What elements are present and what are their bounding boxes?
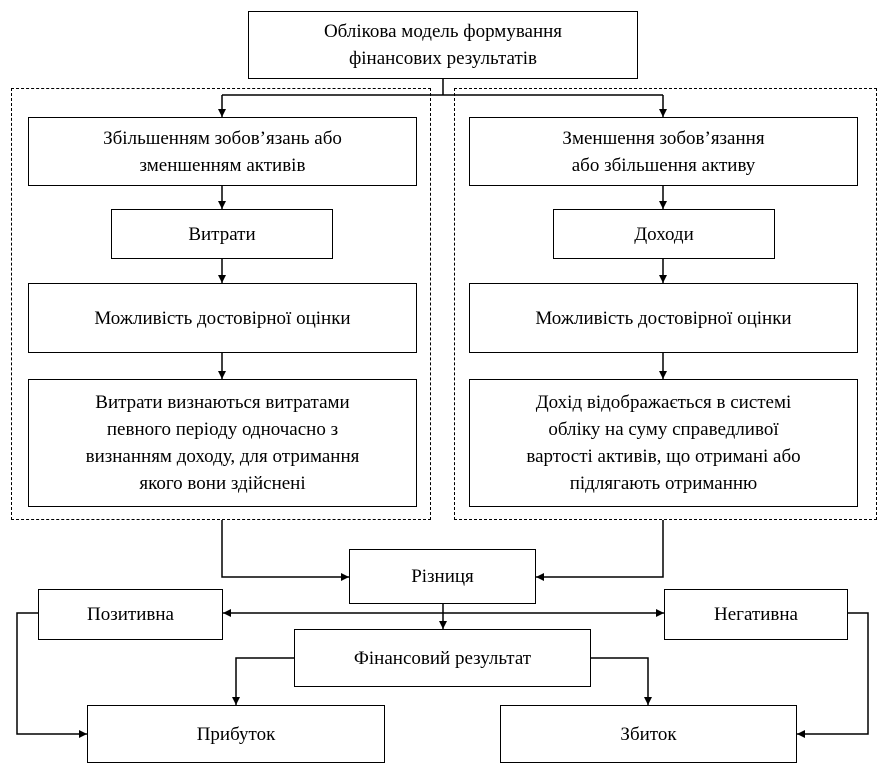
expenses-recognition-box: Витрати визнаються витратами певного пер… xyxy=(28,379,417,507)
difference-box: Різниця xyxy=(349,549,536,604)
income-trigger-box: Зменшення зобов’язання або збільшення ак… xyxy=(469,117,858,186)
profit-box: Прибуток xyxy=(87,705,385,763)
expenses-measurement-box: Можливість достовірної оцінки xyxy=(28,283,417,353)
income-group xyxy=(454,88,877,520)
expenses-group xyxy=(11,88,431,520)
income-box: Доходи xyxy=(553,209,775,259)
arrow-positive-to-profit xyxy=(16,612,87,738)
financial-result-box: Фінансовий результат xyxy=(294,629,591,687)
arrow-result-to-profit xyxy=(232,657,294,705)
negative-box: Негативна xyxy=(664,589,848,640)
expenses-box: Витрати xyxy=(111,209,333,259)
loss-box: Збиток xyxy=(500,705,797,763)
arrow-expenses-to-difference xyxy=(221,520,349,581)
arrow-negative-to-loss xyxy=(797,612,869,738)
positive-box: Позитивна xyxy=(38,589,223,640)
arrow-income-to-difference xyxy=(536,520,664,581)
income-recognition-box: Дохід відображається в системі обліку на… xyxy=(469,379,858,507)
title-box: Облікова модель формування фінансових ре… xyxy=(248,11,638,79)
expenses-trigger-box: Збільшенням зобов’язань або зменшенням а… xyxy=(28,117,417,186)
income-measurement-box: Можливість достовірної оцінки xyxy=(469,283,858,353)
arrow-result-to-loss xyxy=(591,657,652,705)
